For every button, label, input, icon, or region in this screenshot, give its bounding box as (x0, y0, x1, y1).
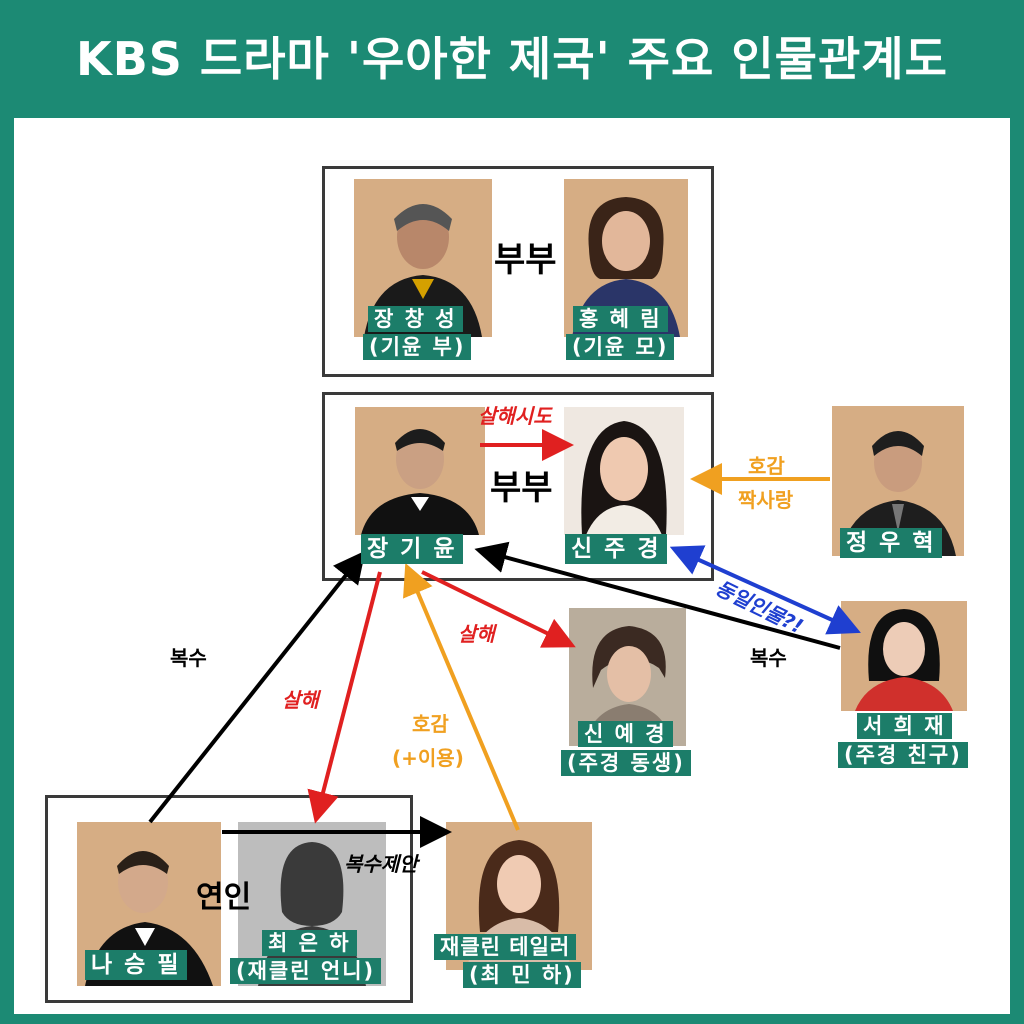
revenge-label-right: 복수 (750, 646, 787, 670)
main-couple-label: 부부 (490, 468, 553, 508)
crush-label-2: 짝사랑 (738, 488, 794, 512)
seo-huijae-name: 서 희 재 (857, 713, 952, 739)
revenge-arrow-right (474, 541, 841, 650)
jacqueline-name: 재클린 테일러 (434, 934, 577, 960)
favor-label-2: (+이용) (392, 746, 464, 770)
parents-couple-label: 부부 (494, 240, 557, 280)
same-person-arrow (669, 545, 861, 635)
revenge-label-left: 복수 (170, 646, 207, 670)
revenge-offer-label: 복수제안 (344, 852, 418, 876)
lovers-group-box (45, 795, 413, 1003)
lovers-label: 연인 (196, 880, 252, 915)
choi-eunha-role: (재클린 언니) (230, 958, 382, 984)
jacqueline-role: (최 민 하) (463, 962, 581, 988)
na-seungpil-name: 나 승 필 (85, 950, 187, 980)
murder-arrow-right (421, 570, 576, 648)
favor-arrow (403, 562, 520, 831)
favor-label-1: 호감 (412, 712, 449, 736)
hong-hyerim-name: 홍 혜 림 (573, 306, 668, 332)
murder-arrow-left (307, 571, 382, 824)
woman-portrait-icon (855, 609, 953, 711)
page-title: KBS 드라마 '우아한 제국' 주요 인물관계도 (76, 32, 948, 86)
parents-group-box (322, 166, 714, 377)
shin-jugyeong-name: 신 주 경 (565, 534, 667, 564)
murder-label-left: 살해 (282, 688, 319, 712)
jeong-uhyeok-name: 정 우 혁 (840, 528, 942, 558)
seo-huijae-photo (841, 601, 967, 711)
choi-eunha-name: 최 은 하 (262, 930, 357, 956)
shin-jugyeong-photo (564, 407, 684, 535)
hong-hyerim-role: (기윤 모) (566, 334, 675, 360)
attempted-murder-label: 살해시도 (478, 404, 552, 428)
revenge-arrow-left (148, 550, 366, 824)
woman-portrait-icon (564, 407, 684, 535)
man-portrait-icon (361, 429, 479, 535)
jang-giyun-photo (355, 407, 485, 535)
header-bar: KBS 드라마 '우아한 제국' 주요 인물관계도 (0, 0, 1024, 112)
jang-giyun-name: 장 기 윤 (361, 534, 463, 564)
jang-changsung-name: 장 창 성 (368, 306, 463, 332)
shin-yegyeong-name: 신 예 경 (578, 721, 673, 747)
jang-changsung-role: (기윤 부) (363, 334, 472, 360)
seo-huijae-role: (주경 친구) (838, 742, 968, 768)
shin-yegyeong-role: (주경 동생) (561, 750, 691, 776)
murder-label-right: 살해 (458, 622, 495, 646)
crush-label-1: 호감 (748, 454, 785, 478)
